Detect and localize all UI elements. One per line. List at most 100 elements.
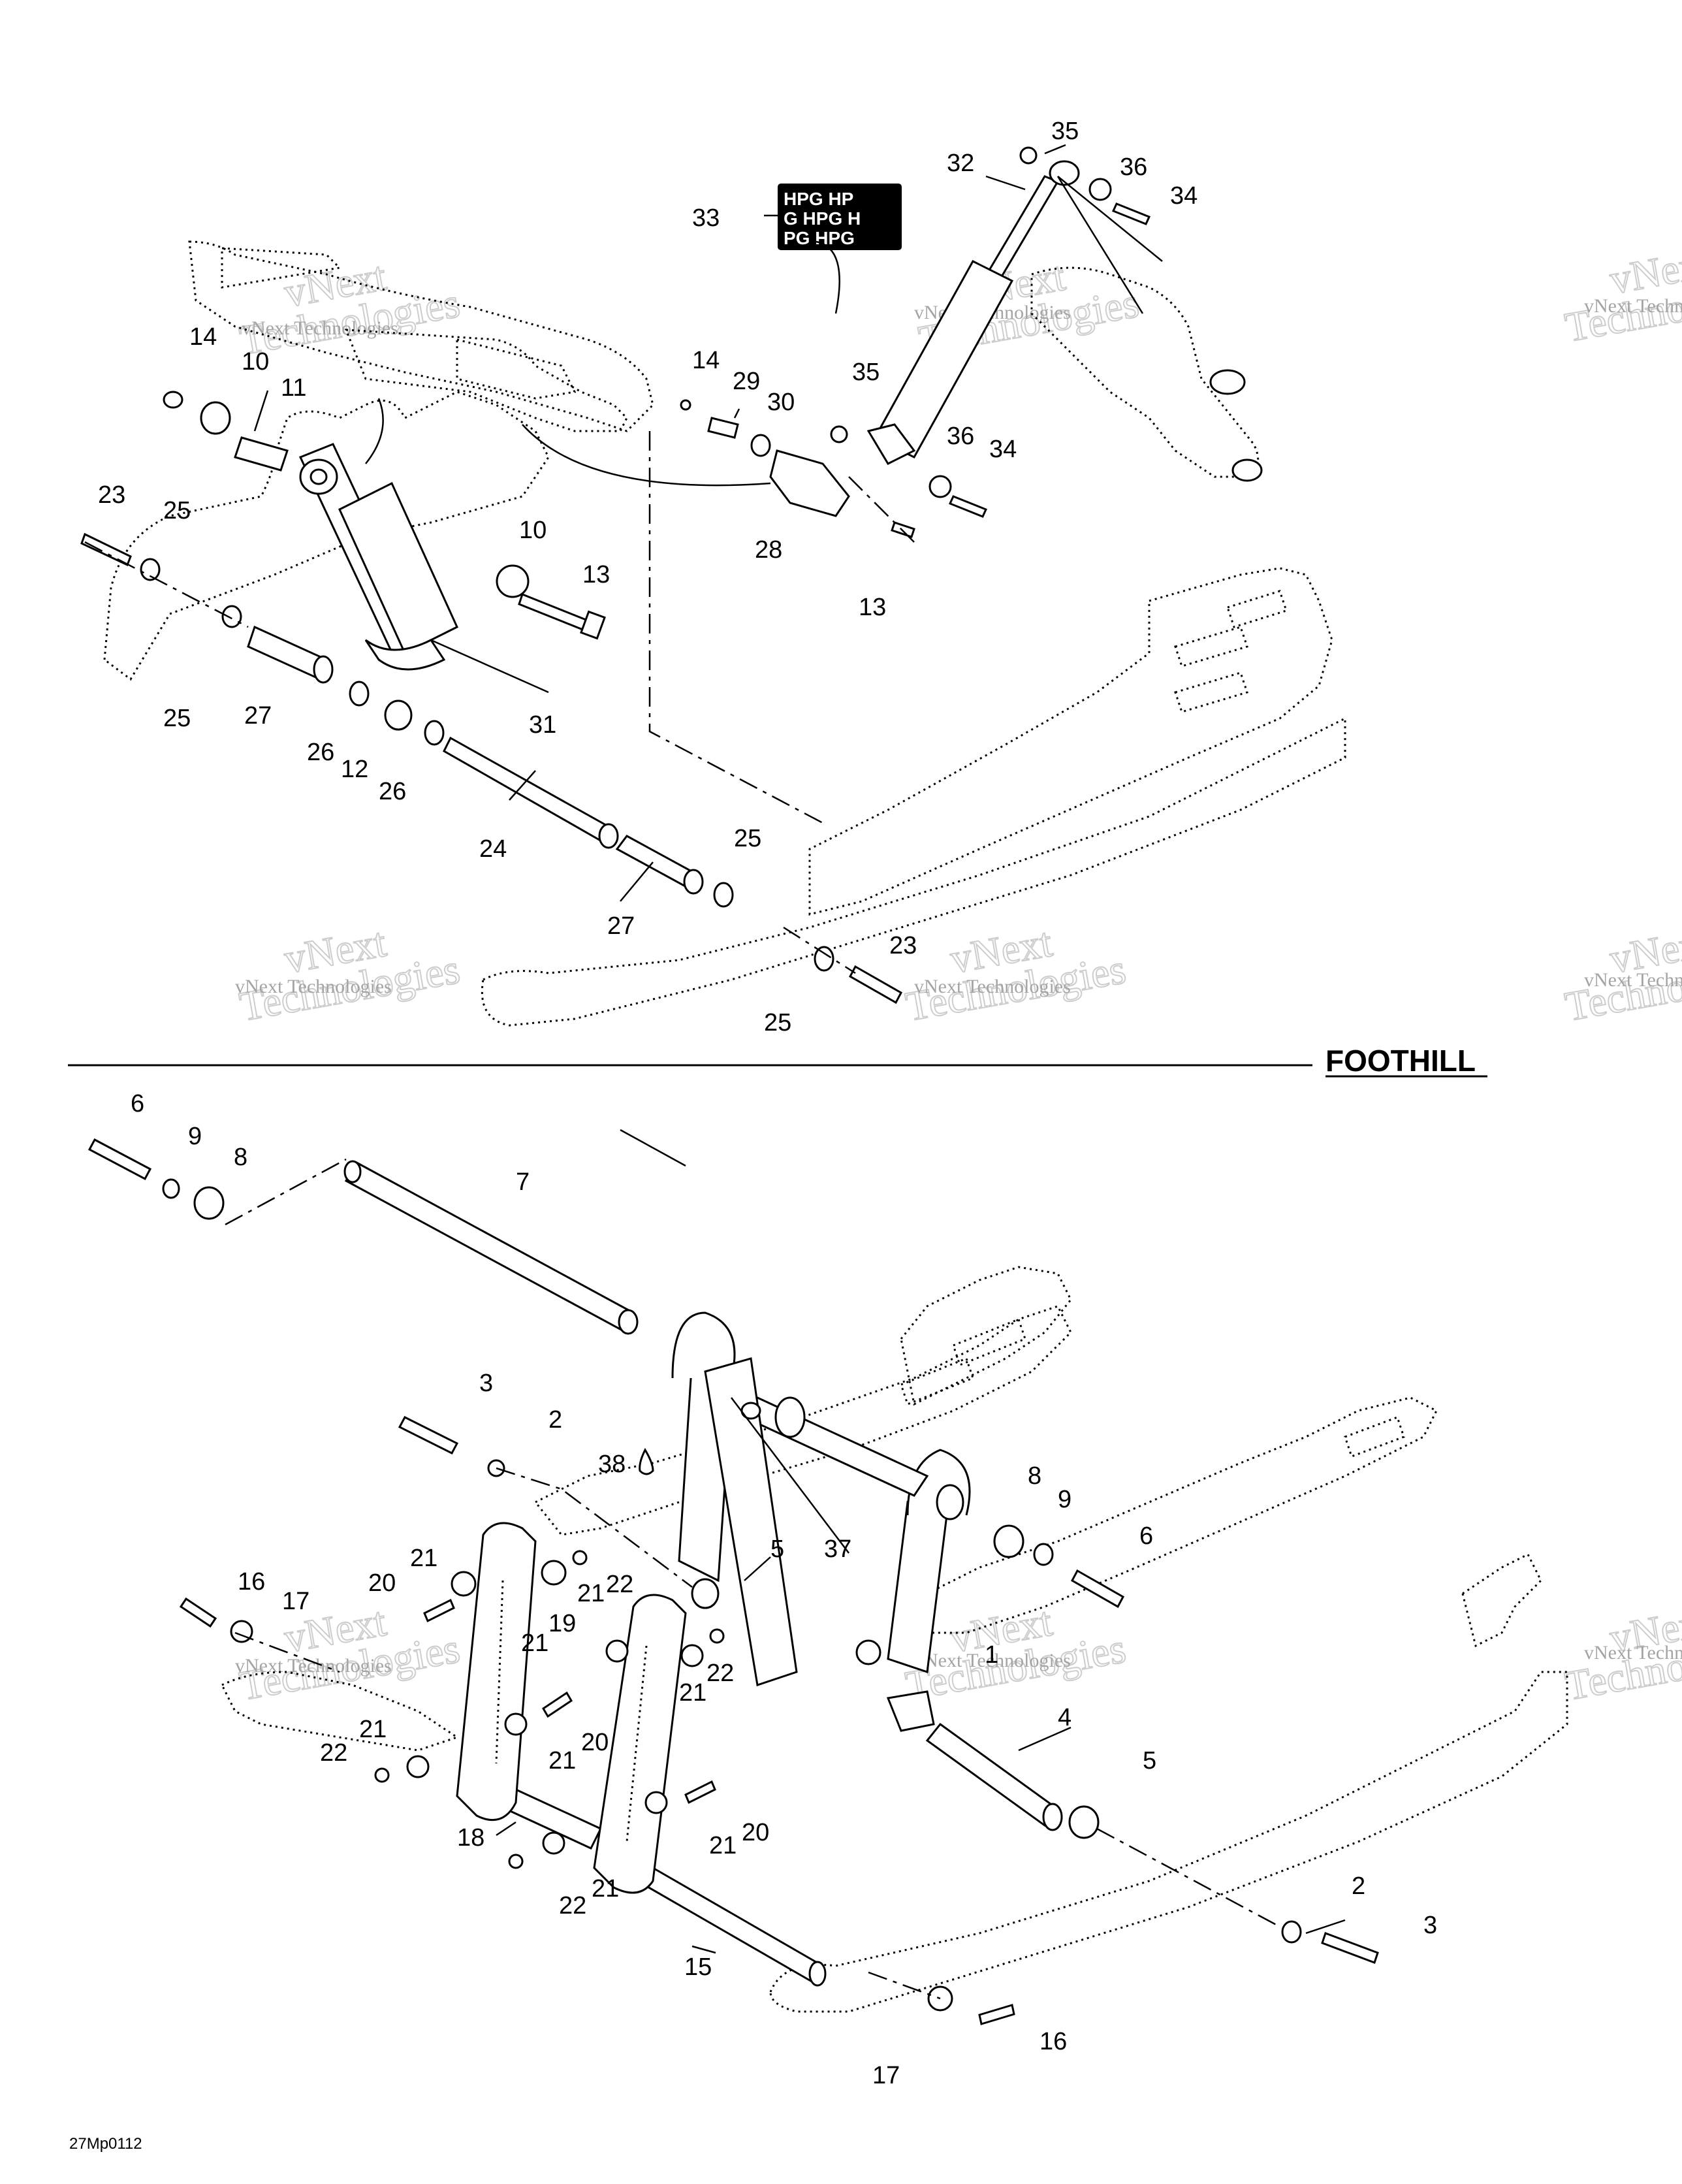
washer-21 bbox=[406, 1755, 430, 1778]
callout-25: 25 bbox=[764, 1009, 791, 1036]
washer-21 bbox=[644, 1791, 668, 1814]
watermark-label: vNext Technologies bbox=[235, 1655, 392, 1677]
alignment-line bbox=[848, 476, 915, 543]
alignment-line bbox=[783, 926, 856, 974]
callout-25: 25 bbox=[734, 825, 761, 852]
figure-code: 27Mp0112 bbox=[69, 2135, 142, 2153]
bushing-12 bbox=[384, 699, 413, 731]
callout-12: 12 bbox=[341, 756, 368, 783]
alignment-line bbox=[648, 431, 823, 824]
callout-16: 16 bbox=[238, 1568, 265, 1596]
washer-26 bbox=[424, 720, 445, 746]
shaft-end bbox=[618, 1309, 639, 1335]
callout-14: 14 bbox=[189, 323, 217, 351]
bushing-5 bbox=[1068, 1805, 1100, 1839]
arrow-line bbox=[1056, 176, 1163, 314]
callout-6: 6 bbox=[131, 1090, 144, 1117]
callout-24: 24 bbox=[479, 835, 507, 863]
washer-25 bbox=[713, 882, 734, 908]
bolt-3 bbox=[398, 1416, 459, 1454]
callout-22: 22 bbox=[559, 1892, 586, 1919]
handle-loop bbox=[671, 1311, 736, 1379]
rail-right-slots bbox=[1174, 590, 1288, 713]
washer-2 bbox=[1281, 1920, 1302, 1944]
shock-diagonal bbox=[704, 1357, 798, 1686]
alignment-line bbox=[84, 541, 249, 628]
upper-assembly: HPG HP G HPG H PG HPG bbox=[80, 146, 1346, 1027]
alignment-line bbox=[868, 1971, 941, 2000]
decal-text: G HPG H bbox=[784, 208, 861, 229]
callouts: 35 32 36 34 33 14 10 11 14 29 30 35 36 3… bbox=[98, 118, 1437, 2089]
cross-bar-end bbox=[774, 1396, 806, 1438]
washer-21 bbox=[542, 1831, 565, 1855]
bolt-34 bbox=[1111, 202, 1151, 225]
callout-2: 2 bbox=[1352, 1872, 1365, 1900]
callout-38: 38 bbox=[598, 1451, 626, 1478]
nut-14 bbox=[680, 399, 691, 411]
bolt-13 bbox=[891, 521, 915, 538]
bolt-23 bbox=[80, 532, 132, 567]
callout-21: 21 bbox=[679, 1679, 706, 1707]
link-plate-holes bbox=[495, 1580, 648, 1842]
callout-13: 13 bbox=[859, 594, 886, 621]
bushing-10 bbox=[200, 401, 231, 435]
callout-37: 37 bbox=[824, 1535, 851, 1563]
ski-runner-lower-dotted bbox=[769, 1671, 1568, 2013]
ski-runner-left-dotted bbox=[220, 1671, 460, 1752]
callout-25: 25 bbox=[163, 497, 191, 524]
alignment-line bbox=[1096, 1827, 1280, 1928]
washer-21 bbox=[605, 1639, 629, 1663]
arrow-curve bbox=[522, 424, 771, 487]
bushing-10 bbox=[496, 564, 530, 598]
callout-22: 22 bbox=[706, 1660, 734, 1687]
callout-4: 4 bbox=[1058, 1704, 1071, 1731]
callout-11: 11 bbox=[281, 374, 306, 402]
callout-2: 2 bbox=[548, 1406, 562, 1434]
callout-7: 7 bbox=[516, 1168, 530, 1196]
callout-20: 20 bbox=[581, 1729, 609, 1756]
bolt-16 bbox=[978, 2004, 1015, 2025]
nut-14 bbox=[163, 391, 183, 409]
callout-20: 20 bbox=[368, 1569, 396, 1597]
link-rod-housing bbox=[873, 260, 1014, 458]
rail-right-dotted bbox=[808, 567, 1333, 916]
nut-35 bbox=[1019, 146, 1038, 165]
callout-25: 25 bbox=[163, 705, 191, 732]
callout-35: 35 bbox=[852, 359, 880, 386]
arrow-curve bbox=[816, 240, 840, 314]
bracket-lower bbox=[886, 1690, 935, 1732]
bushing-11 bbox=[234, 436, 289, 472]
watermark-label: vNext Technologies bbox=[914, 1650, 1071, 1671]
callout-6: 6 bbox=[1139, 1522, 1153, 1550]
callout-36: 36 bbox=[1120, 153, 1147, 181]
main-shaft-end bbox=[598, 823, 619, 849]
callout-28: 28 bbox=[755, 536, 782, 564]
callout-27: 27 bbox=[607, 912, 635, 940]
washer-21 bbox=[451, 1571, 477, 1597]
callout-10: 10 bbox=[242, 348, 269, 376]
nut-35 bbox=[830, 425, 848, 443]
callout-14: 14 bbox=[692, 347, 720, 374]
callout-21: 21 bbox=[577, 1580, 605, 1607]
callout-34: 34 bbox=[989, 436, 1017, 463]
a-arm-dotted bbox=[1030, 266, 1260, 478]
tube-4 bbox=[925, 1722, 1060, 1827]
spacer-tube-end bbox=[313, 655, 334, 684]
callout-32: 32 bbox=[947, 150, 974, 177]
tube-4-end bbox=[1042, 1803, 1063, 1831]
spacer-tube-end bbox=[683, 869, 704, 895]
link-rod-end bbox=[866, 423, 916, 465]
bolt-6 bbox=[87, 1138, 152, 1181]
callout-27: 27 bbox=[244, 702, 272, 730]
watermark-label: vNext Technologies bbox=[235, 976, 392, 997]
callout-10: 10 bbox=[519, 517, 547, 544]
callout-35: 35 bbox=[1051, 118, 1079, 145]
callout-9: 9 bbox=[188, 1123, 202, 1150]
alignment-line bbox=[234, 1631, 340, 1673]
decal-text: PG HPG bbox=[784, 228, 855, 248]
shock-absorber bbox=[298, 443, 458, 671]
callout-18: 18 bbox=[457, 1824, 484, 1852]
rail-upper-dotted bbox=[103, 391, 550, 681]
callout-21: 21 bbox=[709, 1832, 737, 1859]
